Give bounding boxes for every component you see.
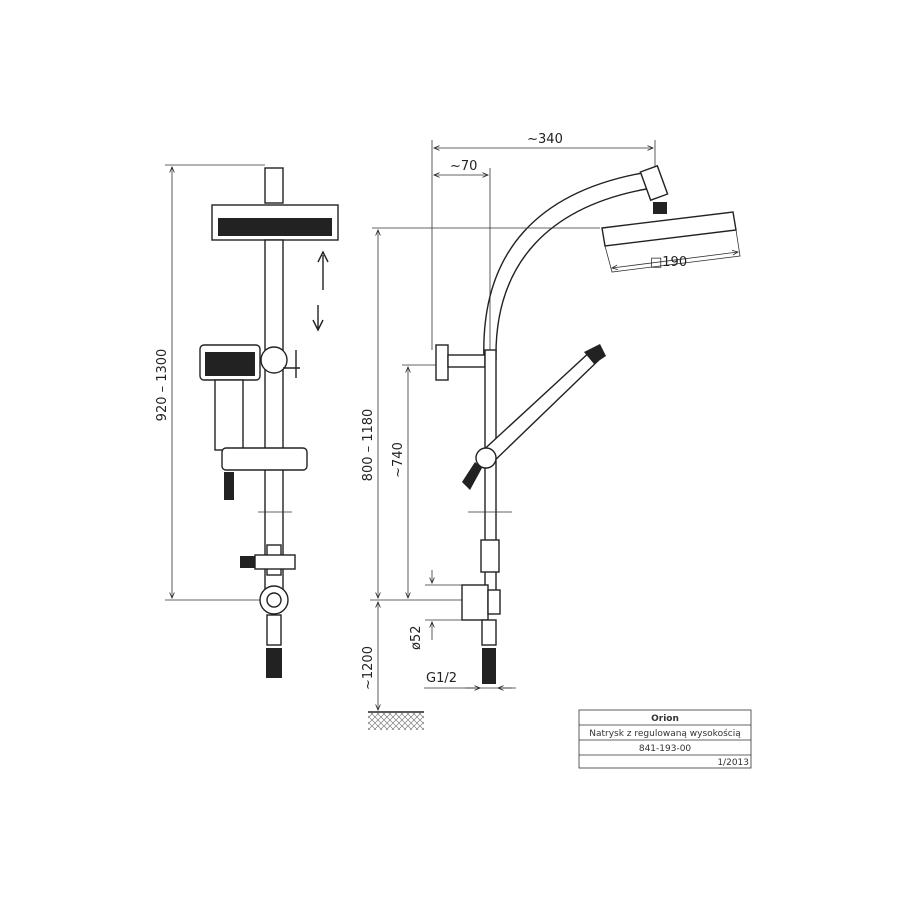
title-description: Natrysk z regulowaną wysokością xyxy=(589,728,741,739)
hose xyxy=(224,472,234,500)
title-code: 841-193-00 xyxy=(639,744,692,754)
wall-offset-label: ~70 xyxy=(450,159,477,174)
left-height-label: 920 – 1300 xyxy=(155,349,170,422)
floor-height-label: ~1200 xyxy=(361,646,376,690)
connector-thread xyxy=(266,648,282,678)
title-block: Orion Natrysk z regulowaną wysokością 84… xyxy=(578,709,752,769)
side-mixer xyxy=(461,584,489,621)
holder-height-label: ~740 xyxy=(391,442,406,478)
rail-height-label: 800 – 1180 xyxy=(361,409,376,482)
side-view: ~340 ~70 □190 800 – 1180 ~740 ø5 xyxy=(361,132,741,730)
floor-hatch xyxy=(368,713,424,730)
ceiling-arm xyxy=(264,167,284,204)
thread-label: G1/2 xyxy=(426,671,457,686)
head-size-label: □190 xyxy=(650,255,687,270)
curved-arm xyxy=(483,171,649,361)
slider-holder xyxy=(221,447,308,471)
title-date: 1/2013 xyxy=(717,758,749,768)
side-hand-shower xyxy=(476,349,606,466)
wall-bracket xyxy=(435,344,449,381)
title-name: Orion xyxy=(651,714,679,724)
diameter-label: ø52 xyxy=(409,626,424,651)
adjust-arrows-icon xyxy=(312,250,329,332)
head-nozzles xyxy=(218,218,332,236)
side-head-shower xyxy=(601,211,737,247)
front-view: 920 – 1300 xyxy=(155,164,339,678)
arm-reach-label: ~340 xyxy=(527,132,563,147)
